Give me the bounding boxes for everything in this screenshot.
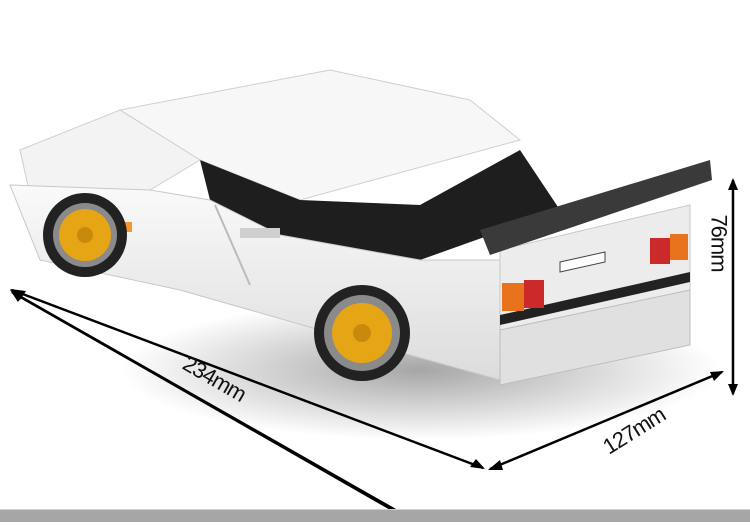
bottom-bar bbox=[0, 509, 750, 522]
height-label: 76mm bbox=[706, 214, 732, 272]
front-wheel bbox=[43, 193, 127, 277]
rear-wheel bbox=[314, 285, 410, 381]
